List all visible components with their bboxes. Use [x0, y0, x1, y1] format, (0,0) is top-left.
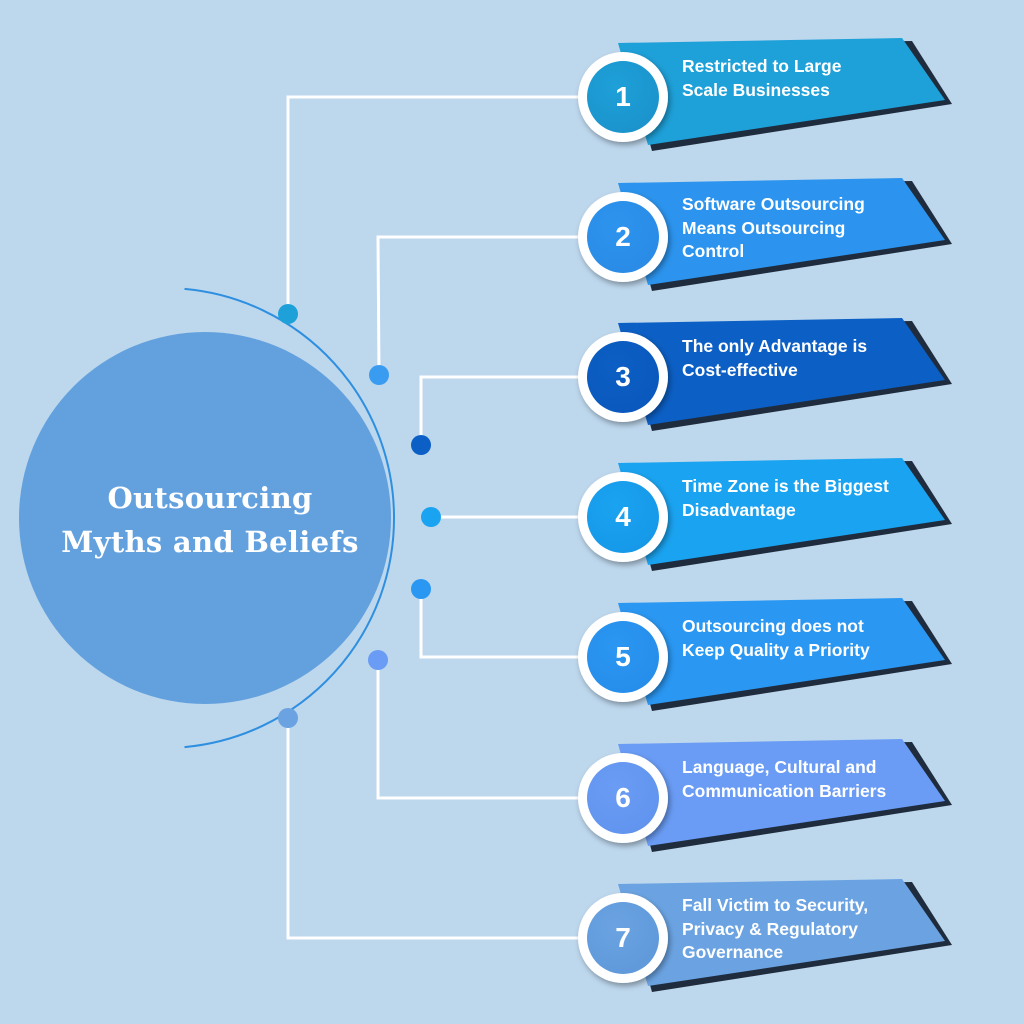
banner-6	[618, 739, 945, 846]
banner-label-3-line-1: The only Advantage is	[682, 336, 868, 356]
banner-label-1-line-2: Scale Businesses	[682, 79, 830, 100]
badge-number-4: 4	[615, 501, 631, 532]
banner-3	[618, 318, 945, 425]
banner-label-5-line-1: Outsourcing does not	[682, 616, 864, 636]
connector-line-5	[419, 589, 585, 659]
connector-line-7	[286, 718, 585, 940]
banner-label-2-line-3: Control	[682, 241, 745, 261]
arc-dot-1	[278, 304, 298, 324]
banner-label-3-line-2: Cost-effective	[682, 359, 798, 380]
arc-dot-2	[369, 365, 389, 385]
banner-4	[618, 458, 945, 565]
badge-number-7: 7	[615, 922, 631, 953]
badge-number-5: 5	[615, 641, 631, 672]
arc-dot-5	[411, 579, 431, 599]
badge-7	[587, 902, 659, 974]
banner-label-4-line-1: Time Zone is the Biggest	[682, 476, 889, 496]
badge-number-3: 3	[615, 361, 631, 392]
banner-label-3: The only Advantage is Cost-effective	[682, 335, 922, 382]
badge-1	[587, 61, 659, 133]
connector-line-3	[419, 375, 585, 445]
title-circle	[19, 332, 391, 704]
banner-label-7-line-1: Fall Victim to Security,	[682, 895, 869, 915]
main-title: Outsourcing Myths and Beliefs	[40, 476, 380, 564]
banner-label-5-line-2: Keep Quality a Priority	[682, 639, 870, 660]
badge-6	[587, 762, 659, 834]
connector-line-1	[286, 95, 585, 314]
badge-5	[587, 621, 659, 693]
arc-dot-3	[411, 435, 431, 455]
banner-label-2-line-2: Means Outsourcing	[682, 217, 846, 238]
badge-number-6: 6	[615, 782, 631, 813]
badge-number-1: 1	[615, 81, 631, 112]
banner-1	[618, 38, 945, 145]
title-line-2: Myths and Beliefs	[61, 525, 359, 559]
title-line-1: Outsourcing	[107, 481, 313, 515]
banner-label-7-line-2: Privacy & Regulatory	[682, 918, 859, 939]
connector-line-2	[376, 235, 585, 376]
banner-label-2-line-1: Software Outsourcing	[682, 194, 865, 214]
banner-7	[618, 879, 945, 986]
badge-4	[587, 481, 659, 553]
badge-number-2: 2	[615, 221, 631, 252]
badge-2	[587, 201, 659, 273]
arc-dot-7	[278, 708, 298, 728]
banner-2	[618, 178, 945, 285]
banner-label-7: Fall Victim to Security, Privacy & Regula…	[682, 894, 922, 965]
banner-5	[618, 598, 945, 705]
badge-3	[587, 341, 659, 413]
banner-label-7-line-3: Governance	[682, 942, 784, 962]
banner-label-4-line-2: Disadvantage	[682, 499, 796, 520]
connector-line-6	[376, 660, 585, 800]
banner-label-6-line-1: Language, Cultural and	[682, 757, 877, 777]
arc-dot-4	[421, 507, 441, 527]
arc-dot-6	[368, 650, 388, 670]
banner-label-1-line-1: Restricted to Large	[682, 56, 842, 76]
banner-label-6-line-2: Communication Barriers	[682, 780, 887, 801]
